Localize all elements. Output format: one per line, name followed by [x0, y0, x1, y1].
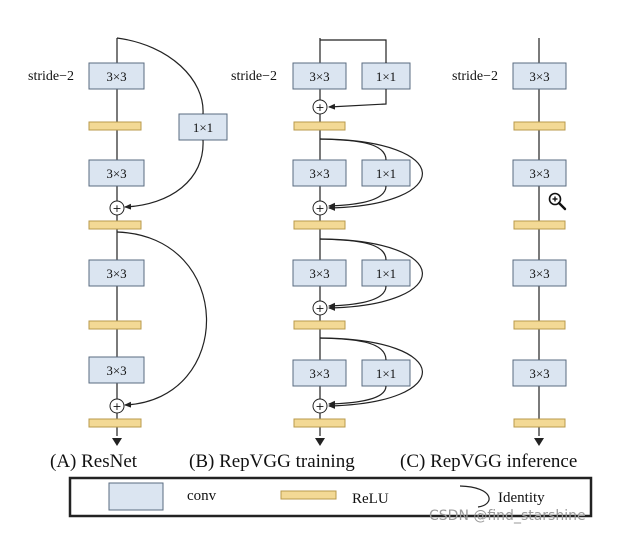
training-add-node	[312, 300, 328, 316]
training-conv3-block	[292, 62, 347, 90]
resnet-relu-bar	[88, 320, 142, 330]
add-symbol: +	[112, 400, 121, 413]
training-conv1-label: 1×1	[376, 366, 396, 381]
resnet-relu-bar	[88, 220, 142, 230]
inference-conv3-label: 3×3	[529, 266, 549, 281]
resnet-conv-block	[88, 259, 145, 287]
training-conv1-block	[361, 159, 411, 187]
training-conv1-block	[361, 259, 411, 287]
training-branch-arrow	[328, 285, 387, 309]
resnet-column: stride−2 3×3 3×3 1×1 + 3×3 3×3 + (A) Res…	[28, 37, 228, 472]
resnet-stride-label: stride−2	[28, 69, 74, 84]
add-symbol: +	[315, 101, 324, 114]
add-symbol: +	[112, 202, 121, 215]
training-output-arrow	[315, 438, 325, 446]
resnet-relu-bar	[88, 121, 142, 131]
training-identity-arrow	[319, 238, 423, 311]
legend-relu-label: ReLU	[352, 491, 389, 507]
resnet-output-arrow	[112, 438, 122, 446]
training-conv1-label: 1×1	[376, 69, 396, 84]
training-conv1-label: 1×1	[376, 166, 396, 181]
training-add-node	[312, 200, 328, 216]
training-relu-bar	[293, 320, 346, 330]
training-conv1-label: 1×1	[376, 266, 396, 281]
resnet-shortcut-line	[116, 37, 204, 115]
resnet-relu-bar	[88, 418, 142, 428]
legend-conv-swatch	[108, 482, 164, 511]
training-relu-bar	[293, 418, 346, 428]
resnet-conv-label: 3×3	[106, 69, 126, 84]
resnet-conv-block	[88, 62, 145, 90]
training-branch-arrow	[328, 89, 387, 110]
training-branch-arrow	[328, 385, 387, 407]
inference-conv3-label: 3×3	[529, 366, 549, 381]
legend-relu-swatch	[280, 490, 337, 500]
training-relu-bar	[293, 220, 346, 230]
training-conv3-label: 3×3	[309, 266, 329, 281]
inference-relu-bar	[513, 220, 566, 230]
resnet-conv-block	[88, 159, 145, 187]
training-branch-line	[319, 138, 387, 161]
inference-conv3-block	[512, 62, 567, 90]
resnet-shortcut-label: 1×1	[193, 120, 213, 135]
training-add-node	[312, 99, 328, 115]
training-branch-line	[319, 238, 387, 261]
inference-output-arrow	[534, 438, 544, 446]
training-conv1-block	[361, 359, 411, 387]
training-branch-line	[319, 337, 387, 361]
caption-training: (B) RepVGG training	[189, 451, 355, 472]
inference-stride-label: stride−2	[452, 69, 498, 84]
inference-relu-bar	[513, 320, 566, 330]
training-conv3-block	[292, 159, 347, 187]
inference-conv3-block	[512, 159, 567, 187]
training-conv3-label: 3×3	[309, 69, 329, 84]
legend-conv-label: conv	[187, 488, 217, 504]
training-conv3-label: 3×3	[309, 166, 329, 181]
legend-identity-label: Identity	[498, 490, 545, 506]
training-identity-arrow	[319, 138, 423, 211]
training-relu-bar	[293, 121, 346, 131]
add-symbol: +	[315, 400, 324, 413]
add-symbol: +	[315, 202, 324, 215]
resnet-conv-label: 3×3	[106, 166, 126, 181]
resnet-identity-arrow	[116, 231, 208, 408]
legend: conv ReLU Identity	[68, 476, 593, 518]
add-symbol: +	[315, 302, 324, 315]
training-stride-label: stride−2	[231, 69, 277, 84]
training-branch-arrow	[328, 185, 387, 209]
resnet-add-node	[109, 398, 125, 414]
resnet-add-node	[109, 200, 125, 216]
training-conv3-block	[292, 259, 347, 287]
inference-conv3-label: 3×3	[529, 69, 549, 84]
inference-relu-bar	[513, 418, 566, 428]
repvgg-training-column: stride−2 3×3 1×1 + 3×3 1×1 + 3×3 1×1 +	[189, 38, 423, 472]
training-branch-line	[320, 39, 387, 63]
inference-relu-bar	[513, 121, 566, 131]
zoom-in-icon[interactable]	[548, 192, 567, 211]
training-identity-arrow	[319, 337, 423, 409]
resnet-conv-label: 3×3	[106, 363, 126, 378]
caption-resnet: (A) ResNet	[50, 451, 138, 472]
repvgg-inference-column: stride−2 3×3 3×3 3×3 3×3 (C) RepVGG infe…	[400, 38, 577, 472]
watermark-text: CSDN @find_starshine	[429, 508, 586, 524]
caption-inference: (C) RepVGG inference	[400, 451, 577, 472]
inference-conv3-label: 3×3	[529, 166, 549, 181]
resnet-conv-label: 3×3	[106, 266, 126, 281]
inference-conv3-block	[512, 259, 567, 287]
training-conv3-label: 3×3	[309, 366, 329, 381]
training-conv3-block	[292, 359, 347, 387]
inference-conv3-block	[512, 359, 567, 387]
legend-identity-curve	[459, 485, 490, 508]
resnet-shortcut-arrow	[124, 139, 204, 210]
training-add-node	[312, 398, 328, 414]
resnet-conv-block	[88, 356, 145, 384]
